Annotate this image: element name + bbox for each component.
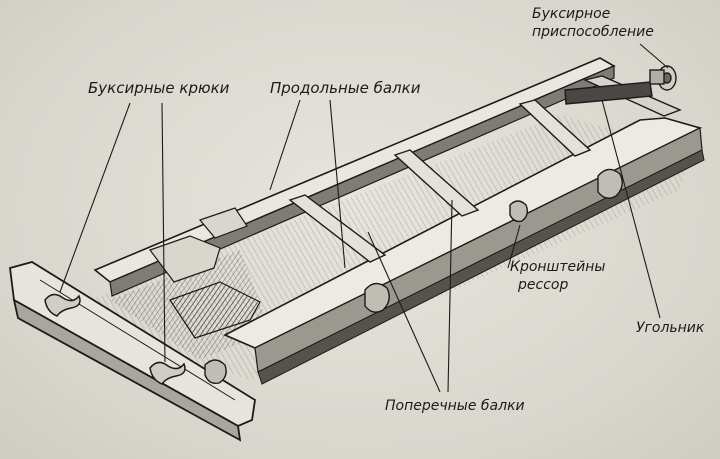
spring-brackets [204, 168, 623, 385]
tow-device [649, 65, 677, 91]
label-spring-brackets-line1: Кронштейны [510, 259, 606, 275]
cross-beam-1 [288, 194, 387, 263]
cross-beam-3 [518, 99, 592, 157]
longitudinal-beam-right [223, 117, 705, 385]
label-tow-device: Буксирное приспособление [532, 5, 654, 41]
label-angle: Угольник [636, 320, 705, 336]
tow-hooks [44, 293, 186, 385]
tow-hook-right [149, 361, 186, 385]
label-spring-brackets: Кронштейны рессор [510, 258, 605, 294]
label-cross-beams: Поперечные балки [385, 398, 525, 414]
label-spring-brackets-line2: рессор [518, 277, 569, 293]
label-tow-device-line2: приспособление [532, 24, 654, 40]
angle-bracket [564, 81, 653, 105]
tow-hook-left [44, 293, 81, 317]
cross-beam-2 [393, 149, 480, 217]
label-longitudinal-beams: Продольные балки [270, 79, 421, 97]
cross-beams [288, 75, 682, 263]
label-tow-device-line1: Буксирное [532, 6, 611, 22]
leader-lines [59, 43, 669, 393]
label-tow-hooks: Буксирные крюки [88, 79, 230, 97]
front-mount-details [149, 207, 261, 339]
